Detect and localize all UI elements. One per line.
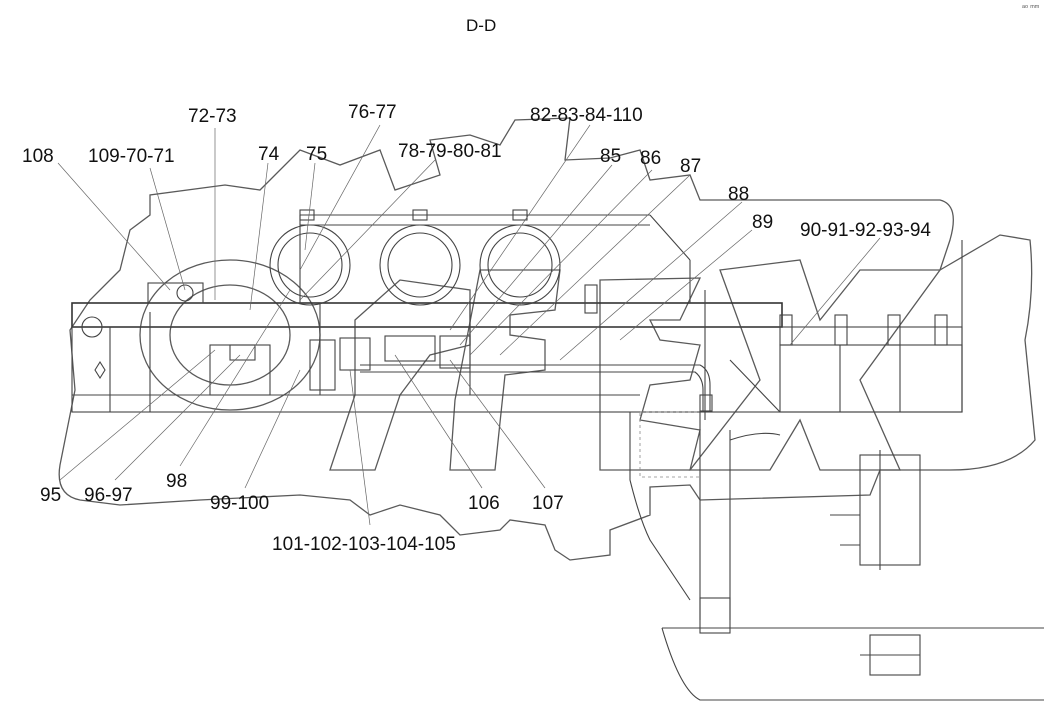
label-99-100: 99-100 xyxy=(210,493,269,514)
label-108: 108 xyxy=(22,146,54,167)
label-89: 89 xyxy=(752,212,773,233)
label-98: 98 xyxy=(166,471,187,492)
label-87: 87 xyxy=(680,156,701,177)
lower-assembly xyxy=(629,411,1044,701)
label-107: 107 xyxy=(532,493,564,514)
label-86: 86 xyxy=(640,148,661,169)
label-101-102-103-104-105: 101-102-103-104-105 xyxy=(272,534,456,555)
label-96-97: 96-97 xyxy=(84,485,133,506)
label-88: 88 xyxy=(728,184,749,205)
label-90-91-92-93-94: 90-91-92-93-94 xyxy=(800,220,931,241)
corner-mark: ᵃᵒ ᵐᵐ xyxy=(1022,3,1040,12)
label-82-83-84-110: 82-83-84-110 xyxy=(530,105,643,126)
label-85: 85 xyxy=(600,146,621,167)
label-76-77: 76-77 xyxy=(348,102,397,123)
equipment-items xyxy=(147,282,713,420)
watermark-letters xyxy=(139,259,942,471)
tank-group xyxy=(269,209,561,306)
frame-body xyxy=(71,214,963,413)
label-74: 74 xyxy=(258,144,280,165)
label-75: 75 xyxy=(306,144,327,165)
leader-lines xyxy=(57,124,881,526)
label-72-73: 72-73 xyxy=(188,106,237,127)
section-title: D-D xyxy=(466,16,496,35)
label-109-70-71: 109-70-71 xyxy=(88,146,175,167)
part-labels: 108 109-70-71 72-73 74 75 76-77 78-79-80… xyxy=(22,102,931,555)
label-106: 106 xyxy=(468,493,500,514)
watermark-gear-outline xyxy=(58,117,1036,561)
label-95: 95 xyxy=(40,485,61,506)
label-78-79-80-81: 78-79-80-81 xyxy=(398,141,502,162)
